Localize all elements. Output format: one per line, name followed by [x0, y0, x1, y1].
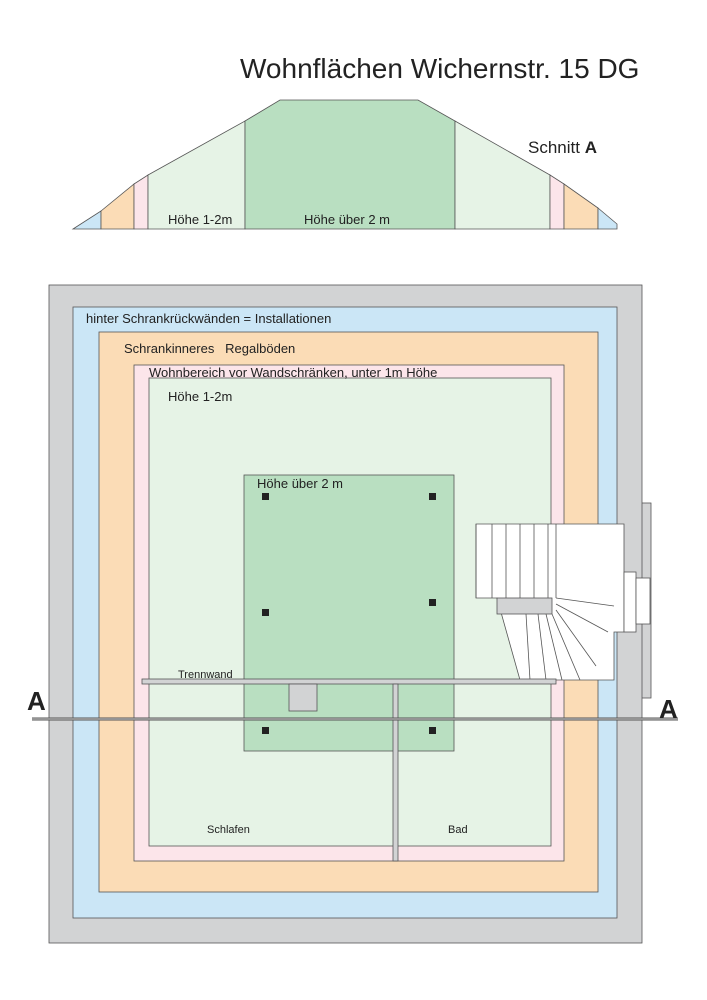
- label-high: Höhe über 2 m: [257, 476, 343, 491]
- window: [623, 571, 637, 633]
- bath-wall: [392, 683, 399, 862]
- section-front-right: [549, 174, 565, 230]
- partition-wall: [141, 678, 557, 685]
- column: [429, 727, 436, 734]
- column: [429, 493, 436, 500]
- page-title: Wohnflächen Wichernstr. 15 DG: [240, 53, 639, 84]
- section-high-zone: [244, 99, 456, 230]
- label-partition: Trennwand: [178, 669, 233, 681]
- label-installations: hinter Schrankrückwänden = Installatione…: [86, 311, 331, 326]
- stair-landing: [496, 597, 553, 615]
- room-label-bath: Bad: [448, 824, 468, 836]
- staircase: [475, 523, 651, 681]
- label-low: Höhe 1-2m: [168, 389, 232, 404]
- column: [262, 609, 269, 616]
- window-sill: [635, 577, 651, 625]
- cut-marker-right: A: [659, 694, 678, 724]
- section-cabinet-left: [100, 183, 135, 230]
- chimney: [288, 683, 318, 712]
- column: [429, 599, 436, 606]
- section-label-low: Höhe 1-2m: [168, 212, 232, 227]
- section-front-left: [133, 174, 149, 230]
- columns: [262, 493, 436, 734]
- room-label-bedroom: Schlafen: [207, 824, 250, 836]
- column: [262, 493, 269, 500]
- column: [262, 727, 269, 734]
- section-a-profile: Höhe 1-2m Höhe über 2 m: [71, 99, 618, 230]
- label-cabinet: Schrankinneres Regalböden: [124, 341, 295, 356]
- section-installations-left: [71, 210, 102, 230]
- zone-high: [243, 474, 455, 752]
- cut-marker-left: A: [27, 686, 46, 716]
- section-installations-right: [597, 207, 618, 230]
- section-title: Schnitt A: [528, 138, 597, 157]
- section-cabinet-right: [563, 183, 599, 230]
- section-label-high: Höhe über 2 m: [304, 212, 390, 227]
- label-front: Wohnbereich vor Wandschränken, unter 1m …: [149, 365, 437, 380]
